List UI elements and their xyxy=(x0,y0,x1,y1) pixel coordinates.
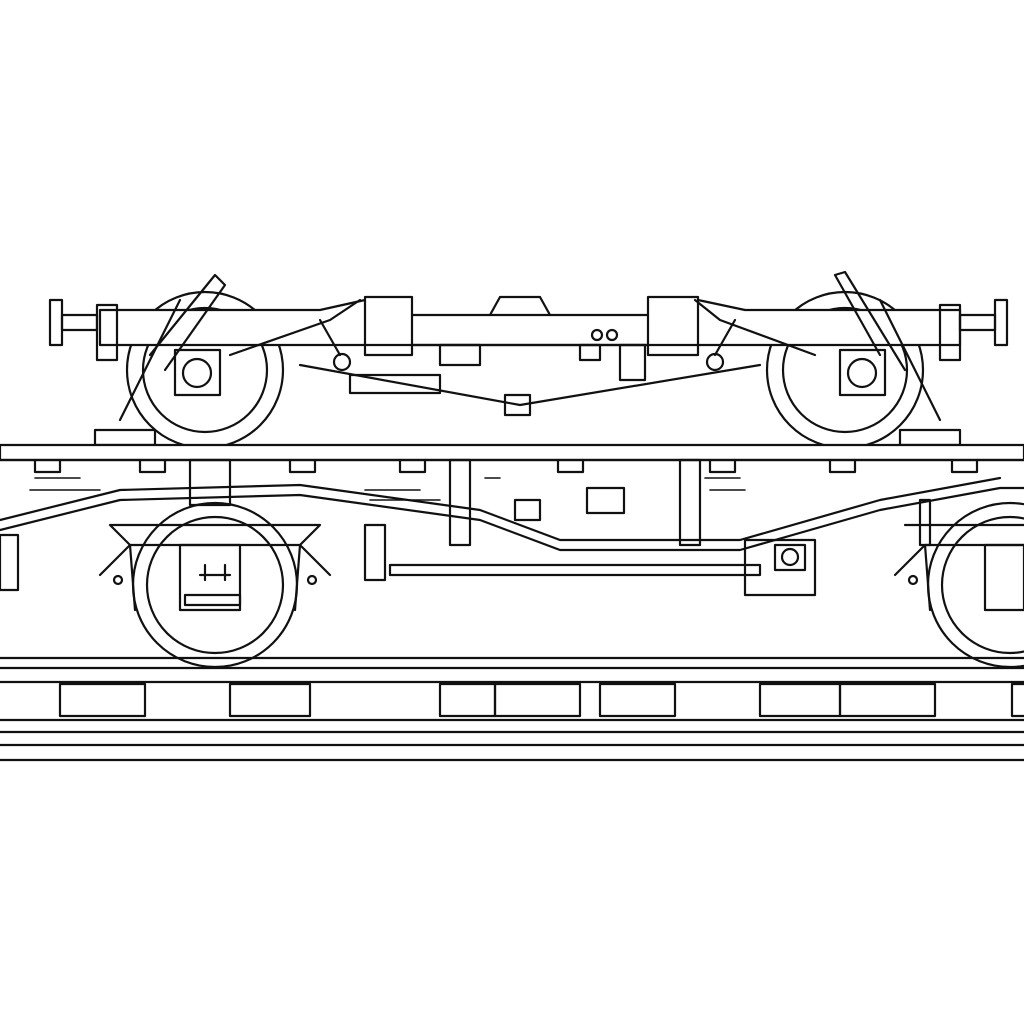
upper-right-buffer xyxy=(938,298,1009,362)
lower-left-bogie xyxy=(98,501,332,669)
sleepers xyxy=(58,682,1024,718)
railway-track xyxy=(0,656,1024,762)
flatcar-deck xyxy=(0,443,1024,597)
upper-left-buffer xyxy=(48,298,119,362)
upper-frame xyxy=(98,295,962,382)
upper-brake-rigging xyxy=(93,270,962,447)
upper-bogie xyxy=(48,270,1009,450)
lower-right-bogie xyxy=(893,498,1024,669)
